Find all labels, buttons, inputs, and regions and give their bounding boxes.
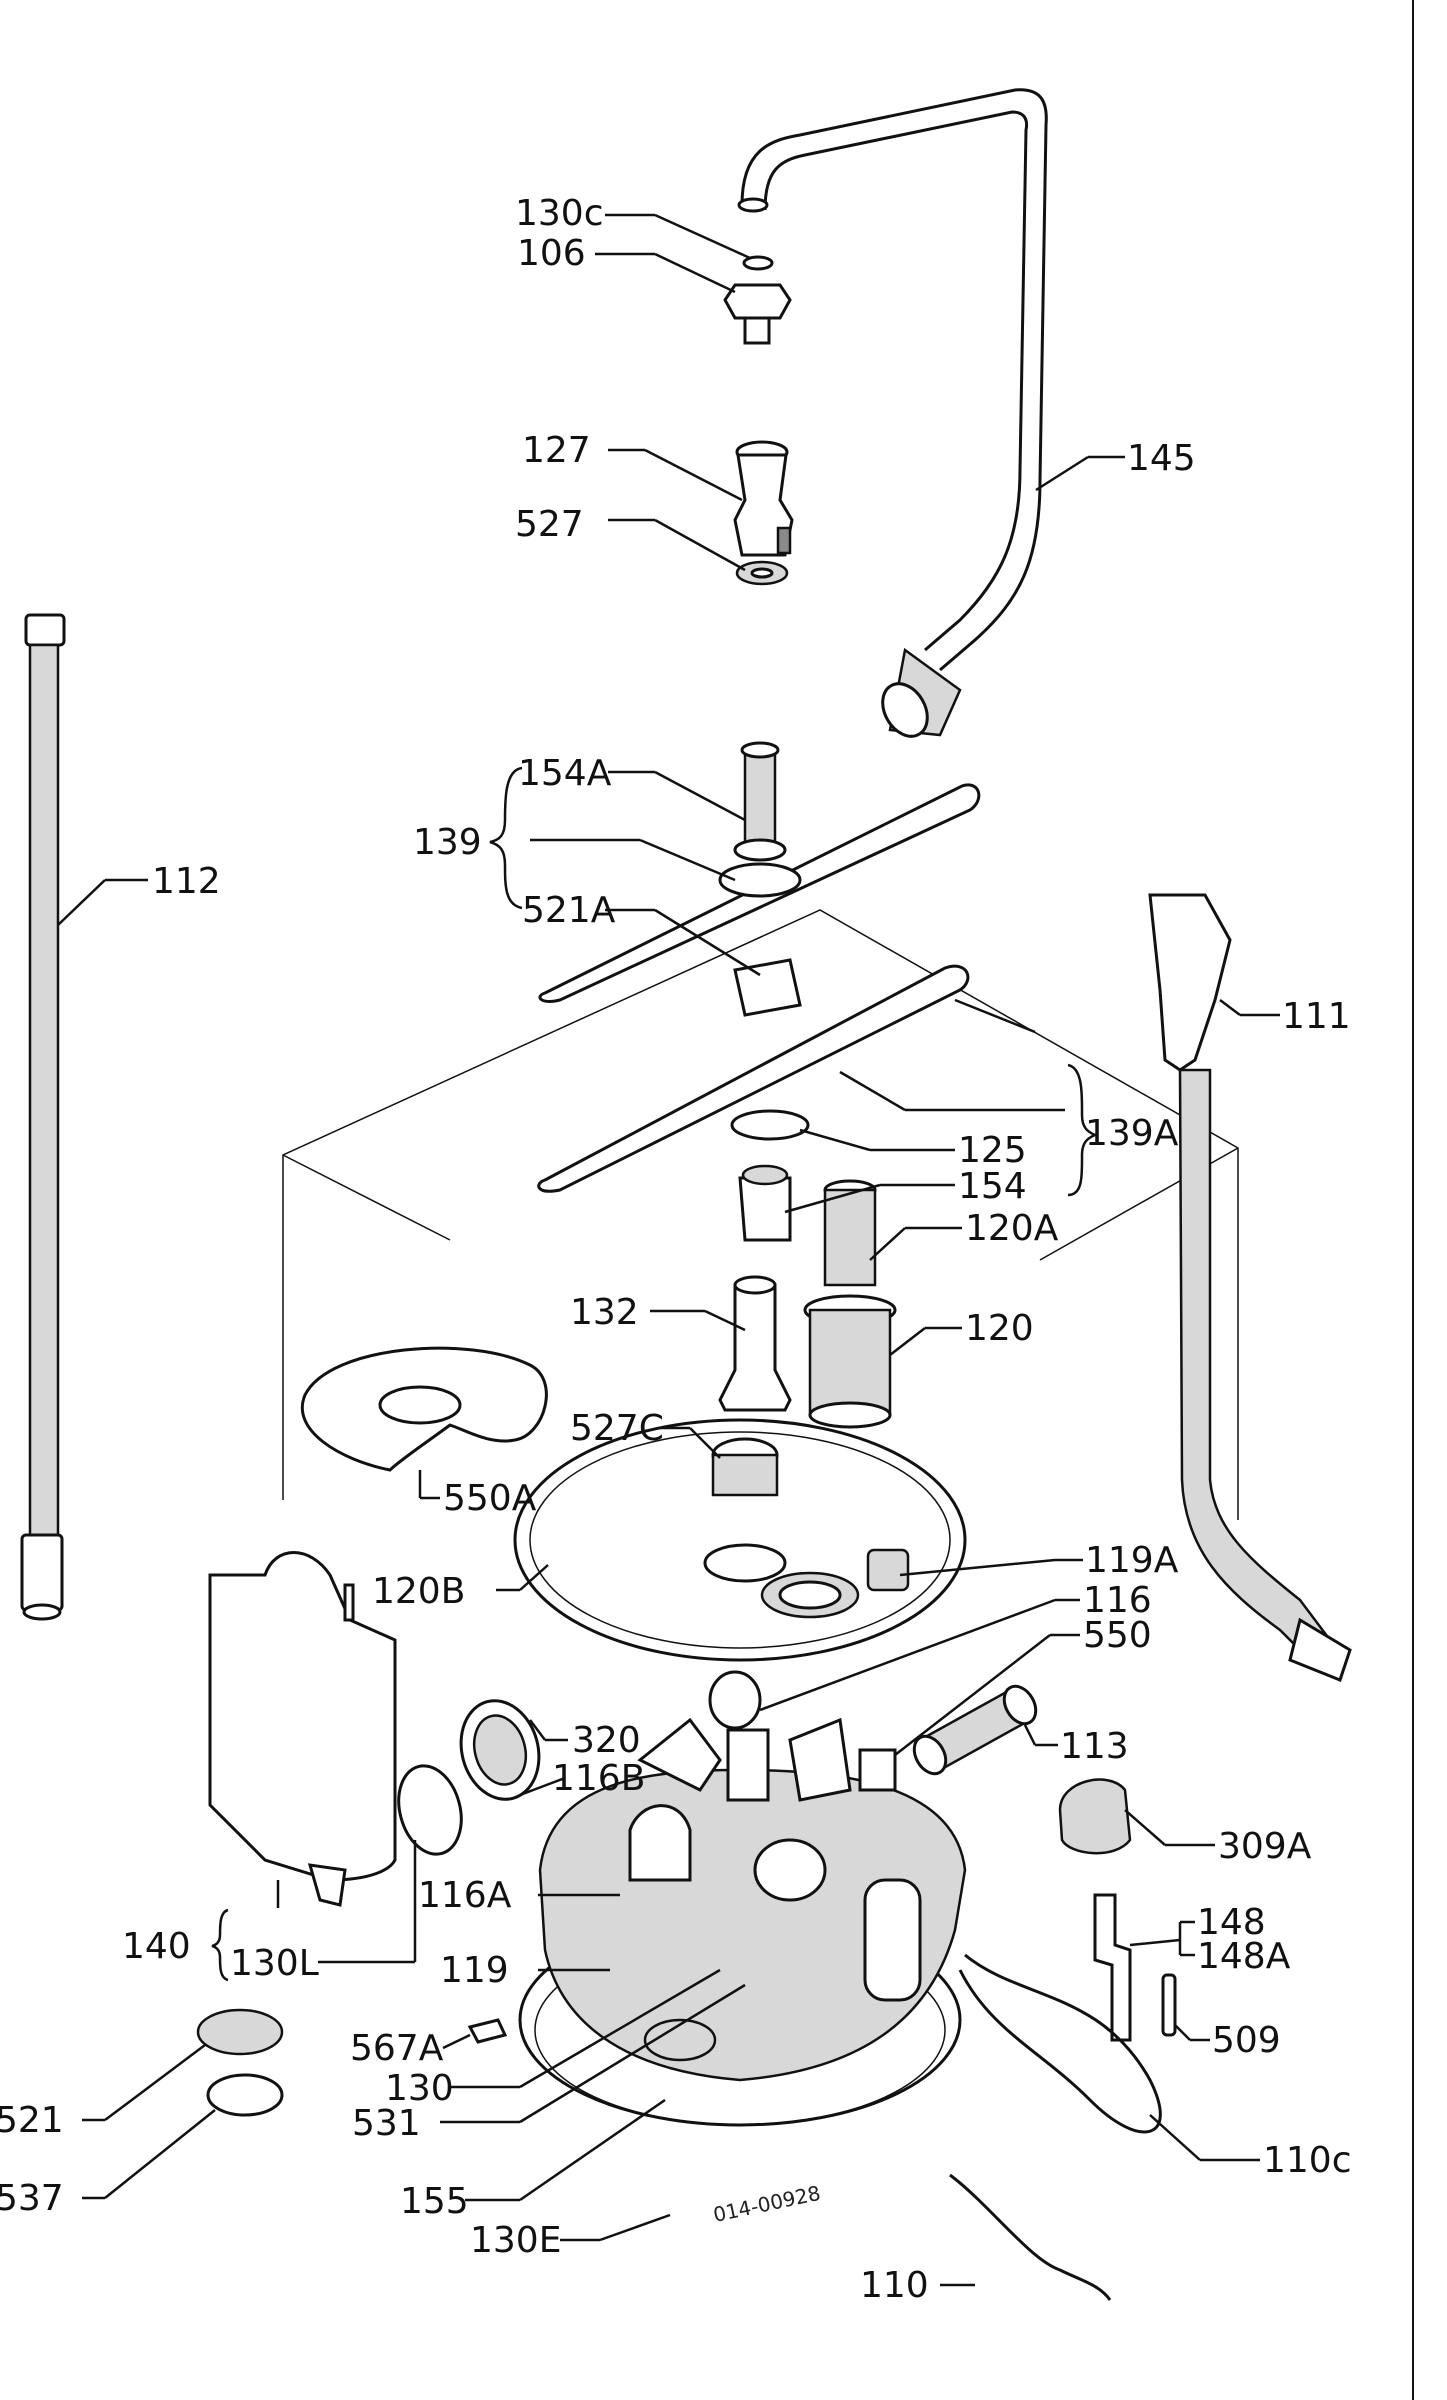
label-119: 119 [440,1950,509,1991]
label-154a: 154A [518,753,612,794]
drawing-stamp: 014-00928 [711,2181,823,2227]
brace-139 [489,766,523,910]
label-116a: 116A [418,1875,512,1916]
label-550a: 550A [443,1478,537,1519]
drain-pipe-and-cap [912,1684,1132,1855]
label-521: 521 [0,2100,64,2141]
label-148: 148 [1197,1902,1266,1943]
label-125: 125 [958,1130,1027,1171]
label-112: 112 [152,861,221,902]
label-531: 531 [352,2103,421,2144]
label-130e: 130E [470,2220,561,2261]
hose-110 [949,2173,1112,2301]
gasket-320 [397,1699,541,1856]
label-130c: 130c [515,193,604,234]
clip-567a [467,2018,508,2044]
caps-521-537 [196,2008,284,2117]
label-116: 116 [1083,1580,1152,1621]
upper-spray-arm [538,741,981,1017]
nut-and-washer [723,255,792,345]
tube-132 [718,1275,792,1412]
label-110c: 110c [1263,2140,1352,2181]
hose-110c [958,1953,1162,2134]
label-155: 155 [400,2181,469,2222]
label-111: 111 [1282,996,1351,1037]
connector-and-washer [733,440,794,586]
label-145: 145 [1127,438,1196,479]
label-139: 139 [413,822,482,863]
label-113: 113 [1060,1726,1129,1767]
brace-140 [211,1908,229,1982]
corrugated-hose [20,613,66,1621]
label-550: 550 [1083,1615,1152,1656]
label-140: 140 [122,1926,191,1967]
upper-spray-pipe [737,88,1048,738]
label-154: 154 [958,1166,1027,1207]
label-320: 320 [572,1720,641,1761]
label-120: 120 [965,1308,1034,1349]
label-130: 130 [385,2068,454,2109]
label-521a: 521A [522,890,616,931]
label-509: 509 [1212,2020,1281,2061]
label-309a: 309A [1218,1826,1312,1867]
part-labels: 130c 106 127 527 145 112 154A 139 521A 1… [0,193,1352,2306]
perforated-plate [300,1346,548,1472]
label-116b: 116B [552,1758,645,1799]
label-110: 110 [860,2265,929,2306]
label-139a: 139A [1085,1113,1179,1154]
label-527c: 527C [570,1408,664,1449]
brace-139a [1067,1063,1099,1197]
lower-spray-arm [537,964,970,1242]
label-527: 527 [515,504,584,545]
sump-assembly [518,1670,967,2127]
label-120b: 120B [372,1571,465,1612]
base-plate [513,1418,967,1662]
side-tank [208,1551,397,1907]
brackets [1093,1893,1177,2042]
label-120a: 120A [965,1208,1059,1249]
label-127: 127 [522,430,591,471]
label-119a: 119A [1085,1540,1179,1581]
inlet-hose [1148,893,1352,1682]
label-537: 537 [0,2178,64,2219]
label-130l: 130L [230,1943,319,1984]
label-132: 132 [570,1292,639,1333]
label-567a: 567A [350,2028,444,2069]
filters [803,1179,897,1429]
label-106: 106 [517,233,586,274]
label-148a: 148A [1197,1936,1291,1977]
leader-lines [57,213,1280,2287]
